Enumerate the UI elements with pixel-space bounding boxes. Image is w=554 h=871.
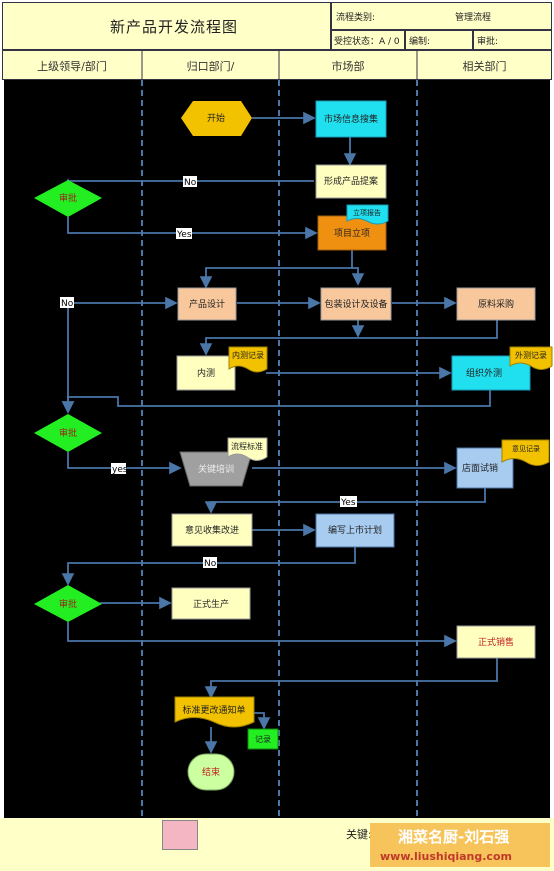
store-trial-label: 店面试销 — [462, 462, 498, 474]
yes3-label-bg — [340, 496, 357, 507]
edge-approve3-to-sales — [67, 622, 457, 648]
raw-material-node — [456, 287, 536, 321]
edge-raw-to-internal — [199, 320, 498, 356]
project-doc-shape — [346, 204, 389, 225]
watermark-banner — [370, 823, 550, 867]
footer-color-swatch — [162, 820, 198, 850]
product-design-node — [177, 287, 237, 321]
start-node — [181, 101, 252, 136]
process-std-label: 流程标准 — [231, 441, 263, 451]
project-doc-label: 立项报告 — [353, 208, 381, 217]
yes3-label: Yes — [340, 498, 356, 508]
edge-project-to-package — [351, 267, 365, 286]
external-record-label: 外测记录 — [515, 350, 547, 360]
formal-production-label: 正式生产 — [193, 598, 229, 610]
market-info-label: 市场信息搜集 — [324, 113, 378, 125]
lane-header-related: 相关部门 — [462, 60, 507, 73]
product-design-label: 产品设计 — [189, 298, 225, 310]
page-title: 新产品开发流程图 — [110, 18, 239, 36]
no1-label-bg — [183, 176, 197, 187]
external-test-label: 组织外测 — [466, 367, 502, 379]
approve1-label: 审批 — [59, 192, 77, 204]
controlled-state: 受控状态：A / 0 — [334, 37, 400, 47]
process-std-shape — [227, 437, 268, 461]
edge-notice-to-record — [252, 712, 271, 730]
process-category-value: 管理流程 — [455, 13, 492, 23]
raw-material-label: 原料采购 — [478, 298, 514, 310]
approve2-label: 审批 — [59, 427, 77, 439]
external-record-shape — [509, 346, 553, 370]
internal-test-node — [176, 355, 236, 391]
yes2-label: yes — [112, 465, 128, 475]
feedback-record-label: 意见记录 — [512, 444, 540, 453]
package-design-label: 包装设计及设备 — [324, 298, 387, 310]
package-design-node — [320, 287, 392, 321]
market-info-node — [315, 100, 387, 138]
no3-label-bg — [203, 557, 217, 568]
edge-project-to-design — [199, 250, 353, 289]
end-label: 结束 — [202, 766, 220, 778]
edge-approve2-to-training — [67, 452, 182, 475]
feedback-improve-node — [171, 513, 253, 547]
start-label: 开始 — [207, 112, 225, 124]
approve3-decision — [34, 585, 102, 622]
header-reviewed-cell — [473, 30, 552, 50]
no2-label: No — [61, 299, 74, 309]
lane-header-central: 归口部门/ — [186, 60, 235, 73]
internal-record-shape — [228, 346, 268, 373]
process-category-label: 流程类别: — [336, 13, 376, 23]
launch-plan-node — [315, 513, 395, 548]
formal-production-node — [171, 587, 251, 620]
key-label: 关键: — [346, 828, 372, 841]
header-state-cell — [331, 30, 405, 50]
yes1-label-bg — [176, 228, 192, 239]
record-label: 记录 — [255, 735, 271, 744]
watermark-title: 湘菜名厨-刘石强 — [398, 828, 510, 846]
yes2-label-bg — [111, 463, 126, 474]
edge-sales-to-notice — [204, 658, 498, 699]
feedback-improve-label: 意见收集改进 — [185, 524, 239, 536]
prepared-by-label: 编制: — [409, 37, 431, 47]
formal-sales-node — [456, 625, 536, 659]
lane-header-bar — [2, 50, 552, 80]
no3-label: No — [204, 559, 217, 569]
edge-approve1-to-project — [67, 217, 318, 240]
std-notice-label: 标准更改通知单 — [182, 704, 245, 716]
proposal-label: 形成产品提案 — [324, 175, 378, 187]
edge-external-to-approve2 — [61, 390, 491, 414]
header-prepared-cell — [405, 30, 473, 50]
header-title-cell — [2, 2, 331, 50]
approve3-label: 审批 — [59, 598, 77, 610]
project-label: 项目立项 — [334, 227, 370, 239]
internal-record-label: 内测记录 — [232, 350, 264, 360]
launch-plan-label: 编写上市计划 — [328, 524, 382, 536]
reviewed-by-label: 审批: — [477, 37, 499, 47]
std-notice-shape — [174, 696, 255, 728]
proposal-node — [315, 164, 387, 199]
approve1-decision — [34, 180, 102, 217]
watermark-url: www.liushiqiang.com — [380, 850, 512, 863]
header-category-cell — [331, 2, 552, 30]
no2-label-bg — [60, 297, 74, 308]
training-label: 关键培训 — [198, 463, 234, 475]
internal-test-label: 内测 — [197, 367, 215, 379]
record-node — [247, 728, 279, 750]
yes1-label: Yes — [176, 230, 192, 240]
lane-header-leadership: 上级领导/部门 — [37, 60, 107, 73]
end-node — [187, 753, 235, 791]
formal-sales-label: 正式销售 — [478, 636, 514, 648]
no1-label: No — [184, 178, 197, 188]
lane-header-marketing: 市场部 — [331, 60, 365, 73]
approve2-decision — [34, 414, 102, 452]
feedback-record-shape — [501, 439, 550, 466]
